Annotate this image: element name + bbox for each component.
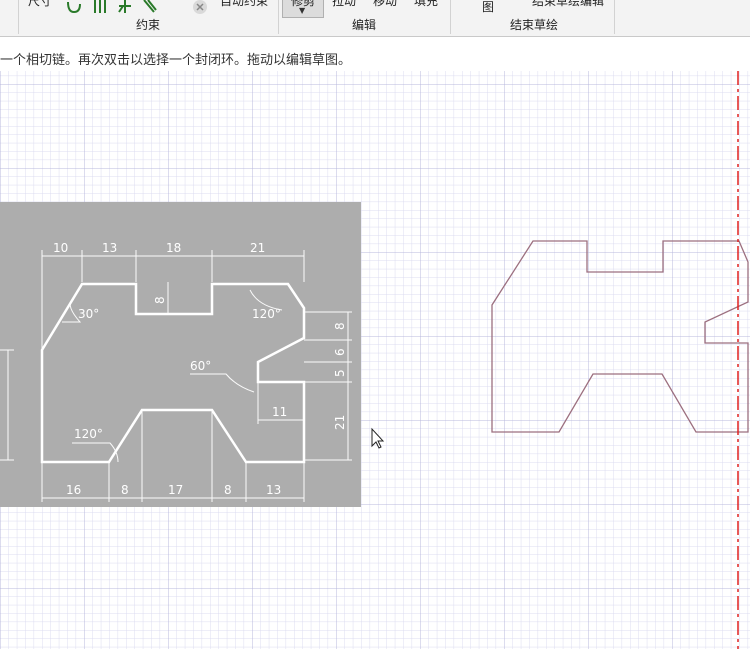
- equal-constraint-icon[interactable]: [142, 0, 158, 14]
- parallel-constraint-icon[interactable]: [92, 0, 108, 14]
- angle-label-3: 60°: [190, 359, 211, 373]
- dim-bottom-3: 17: [168, 483, 183, 497]
- dim-right-2: 6: [333, 348, 347, 356]
- close-icon[interactable]: [192, 0, 208, 15]
- trim-dropdown[interactable]: 修剪 ▼: [282, 0, 324, 18]
- dimension-button[interactable]: 尺寸: [28, 0, 53, 8]
- sketch-profile[interactable]: [491, 240, 749, 433]
- dim-bottom-4: 8: [224, 483, 232, 497]
- sketch-canvas[interactable]: 10 13 18 21 16 8 17 8 13 8 6 5 21 8 11 3…: [0, 71, 750, 649]
- ribbon-border: [0, 36, 750, 37]
- auto-constraint-button[interactable]: 自动约束: [220, 0, 269, 8]
- tangent-constraint-icon[interactable]: [66, 0, 82, 14]
- dim-bottom-5: 13: [266, 483, 281, 497]
- reference-image[interactable]: 10 13 18 21 16 8 17 8 13 8 6 5 21 8 11 3…: [0, 202, 361, 507]
- status-hint-text: 一个相切链。再次双击以选择一个封闭环。拖动以编辑草图。: [0, 53, 352, 68]
- fill-button[interactable]: 填充: [414, 0, 439, 8]
- ribbon-separator: [278, 0, 279, 34]
- dim-top-3: 18: [166, 241, 181, 255]
- dim-right-4: 21: [333, 415, 347, 430]
- reference-image-background: [0, 202, 361, 507]
- group-label-constraint: 约束: [136, 18, 161, 32]
- reference-profile-outline: [40, 282, 306, 464]
- chevron-down-icon: ▼: [299, 6, 306, 15]
- dim-top-4: 21: [250, 241, 265, 255]
- group-label-edit: 编辑: [352, 18, 377, 32]
- dim-notch-width: 11: [272, 405, 287, 419]
- dim-right-3: 5: [333, 369, 347, 377]
- perpendicular-constraint-icon[interactable]: [117, 0, 133, 14]
- move-button[interactable]: 移动: [373, 0, 398, 8]
- angle-label-4: 120°: [74, 427, 103, 441]
- end-sketch-edit-button[interactable]: 结束草绘编辑: [532, 0, 605, 8]
- angle-label-1: 30°: [78, 307, 99, 321]
- ribbon-separator: [18, 0, 19, 34]
- ribbon-separator: [614, 0, 615, 34]
- ribbon-toolbar: 尺寸 约束 自动约束 修剪 ▼ 拉动 移动 填充 编辑 图 结束草绘编辑 结束草…: [0, 0, 750, 36]
- dim-slot-depth: 8: [153, 296, 167, 304]
- group-label-end-sketch: 结束草绘: [510, 18, 559, 32]
- pull-button[interactable]: 拉动: [332, 0, 357, 8]
- trim-dropdown-label: 修剪: [291, 0, 316, 8]
- status-hint-bar: 一个相切链。再次双击以选择一个封闭环。拖动以编辑草图。: [0, 43, 750, 71]
- dim-bottom-1: 16: [66, 483, 81, 497]
- angle-label-2: 120°: [252, 307, 281, 321]
- dim-top-2: 13: [102, 241, 117, 255]
- ribbon-separator: [450, 0, 451, 34]
- dim-top-1: 10: [53, 241, 68, 255]
- dim-right-1: 8: [333, 322, 347, 330]
- dim-bottom-2: 8: [121, 483, 129, 497]
- mouse-cursor-icon: [371, 427, 385, 449]
- image-button[interactable]: 图: [482, 0, 495, 14]
